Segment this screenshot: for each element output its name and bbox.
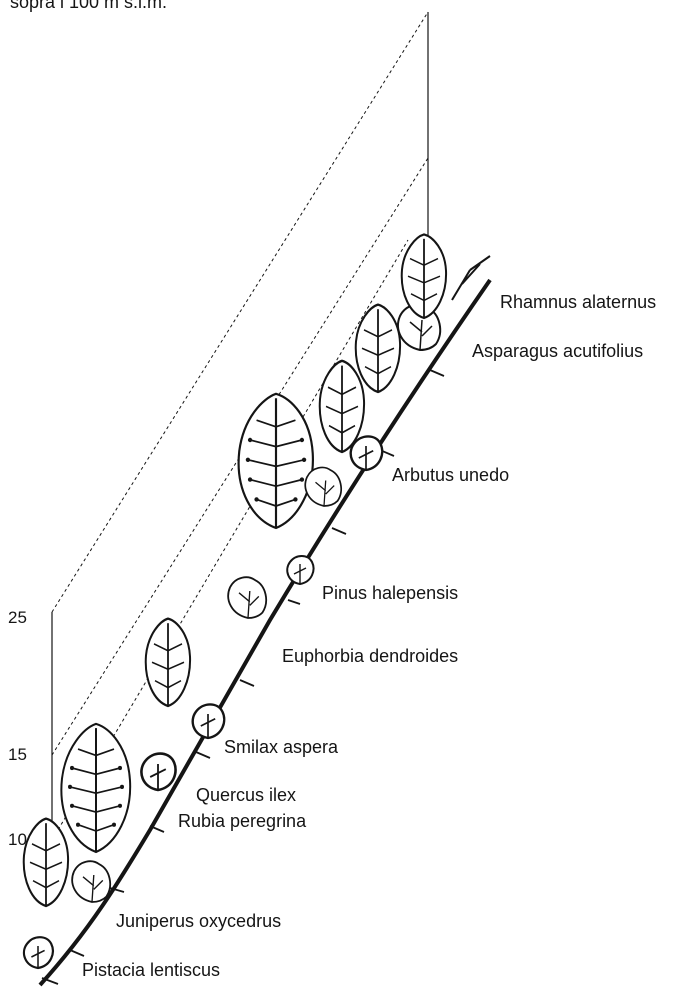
label-juniperus-oxycedrus: Juniperus oxycedrus [116, 911, 281, 931]
label-euphorbia-dendroides: Euphorbia dendroides [282, 646, 458, 666]
label-rubia-peregrina: Rubia peregrina [178, 811, 306, 831]
scale-tick-10: 10 [8, 831, 27, 849]
plant-pinus [239, 394, 313, 528]
plant-arbutus-fruit [351, 436, 383, 470]
label-asparagus-acutifolius: Asparagus acutifolius [472, 341, 643, 361]
plant-pistacia-lower [24, 937, 53, 968]
scale-tick-25: 25 [8, 609, 27, 627]
label-rhamnus-alaternus: Rhamnus alaternus [500, 292, 656, 312]
plant-quercus-left [61, 724, 130, 852]
label-pinus-halepensis: Pinus halepensis [322, 583, 458, 603]
label-smilax-aspera: Smilax aspera [224, 737, 338, 757]
plant-rubia [141, 754, 175, 790]
plant-smilax-fruit [193, 704, 225, 738]
dotted-projection-lines [52, 12, 428, 840]
scale-tick-15: 15 [8, 746, 27, 764]
plant-arbutus-low [305, 468, 341, 506]
plant-smilax [146, 619, 190, 706]
plant-arbutus [320, 361, 364, 452]
label-quercus-ilex: Quercus ilex [196, 785, 296, 805]
label-pistacia-lentiscus: Pistacia lentiscus [82, 960, 220, 980]
label-arbutus-unedo: Arbutus unedo [392, 465, 509, 485]
plant-euphorbia [228, 577, 266, 618]
plant-rhamnus [402, 234, 446, 318]
plant-juniperus [72, 861, 110, 902]
plant-pinus-small [287, 556, 313, 584]
diagram-caption: sopra i 100 m s.l.m. [10, 0, 167, 12]
plant-pistacia [24, 819, 68, 906]
height-scale-lines [52, 12, 428, 850]
